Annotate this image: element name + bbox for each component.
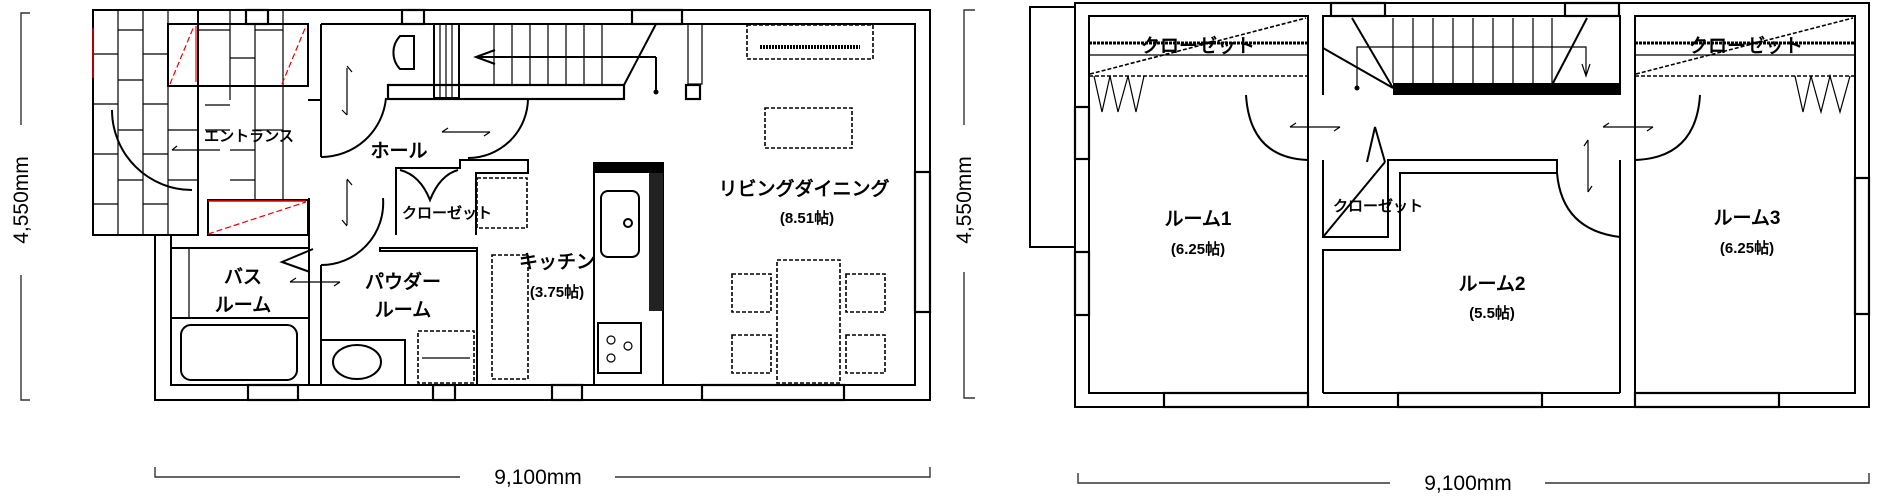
living-furniture <box>731 24 886 384</box>
balcony <box>1029 6 1076 248</box>
depth-dimension: 4,550mm <box>10 156 33 244</box>
label-kitchen-size: (3.75帖) <box>530 283 584 301</box>
label-living: リビングダイニング <box>718 177 889 200</box>
closet-box <box>395 159 529 235</box>
label-room3-size: (6.25帖) <box>1720 239 1774 257</box>
label-room3: ルーム3 <box>1714 208 1781 229</box>
floor2-plan: クローゼット クローゼット クローゼット ルーム1 (6.25帖) ルーム2 (… <box>953 1 1871 495</box>
label-room2: ルーム2 <box>1459 274 1526 295</box>
label-powder-1: パウダー <box>365 270 441 293</box>
label-hall: ホール <box>370 141 427 162</box>
label-room1-size: (6.25帖) <box>1171 240 1225 258</box>
bathroom-fixtures <box>171 248 341 381</box>
powder-fixtures <box>320 330 475 386</box>
floor2-dimensions: 4,550mm 9,100mm <box>953 9 1870 495</box>
label-closet-room1: クローゼット <box>1141 34 1255 57</box>
label-room2-size: (5.5帖) <box>1469 304 1515 322</box>
depth-dimension-upper: 4,550mm <box>953 156 976 244</box>
doors <box>320 97 529 267</box>
floor1-dimensions: 4,550mm 9,100mm <box>10 12 931 489</box>
label-closet-hall: クローゼット <box>1333 197 1423 215</box>
flow-arrows <box>171 65 491 227</box>
kitchen-fixtures <box>491 162 664 386</box>
label-bath-1: バス <box>224 266 262 288</box>
stairs <box>473 23 703 95</box>
floor2-walls <box>1073 1 1871 409</box>
label-powder-2: ルーム <box>375 300 431 321</box>
closets-top <box>1089 17 1855 115</box>
floor1-plan: エントランス ホール クローゼット キッチン (3.75帖) リビングダイニング… <box>10 8 932 489</box>
label-entrance: エントランス <box>204 128 294 145</box>
label-room1: ルーム1 <box>1165 209 1232 230</box>
label-living-size: (8.51帖) <box>780 209 834 227</box>
label-closet-room3: クローゼット <box>1689 34 1803 57</box>
label-bath-2: ルーム <box>215 295 271 316</box>
toilet <box>392 23 460 99</box>
width-dimension: 9,100mm <box>494 466 582 489</box>
label-kitchen: キッチン <box>519 252 595 273</box>
stairs-upper <box>1322 17 1620 95</box>
doors-upper <box>1245 94 1701 238</box>
width-dimension-upper: 9,100mm <box>1424 472 1512 495</box>
flow-arrows-upper <box>1289 122 1654 193</box>
label-closet: クローゼット <box>402 204 492 222</box>
entrance-tiles <box>92 9 309 236</box>
